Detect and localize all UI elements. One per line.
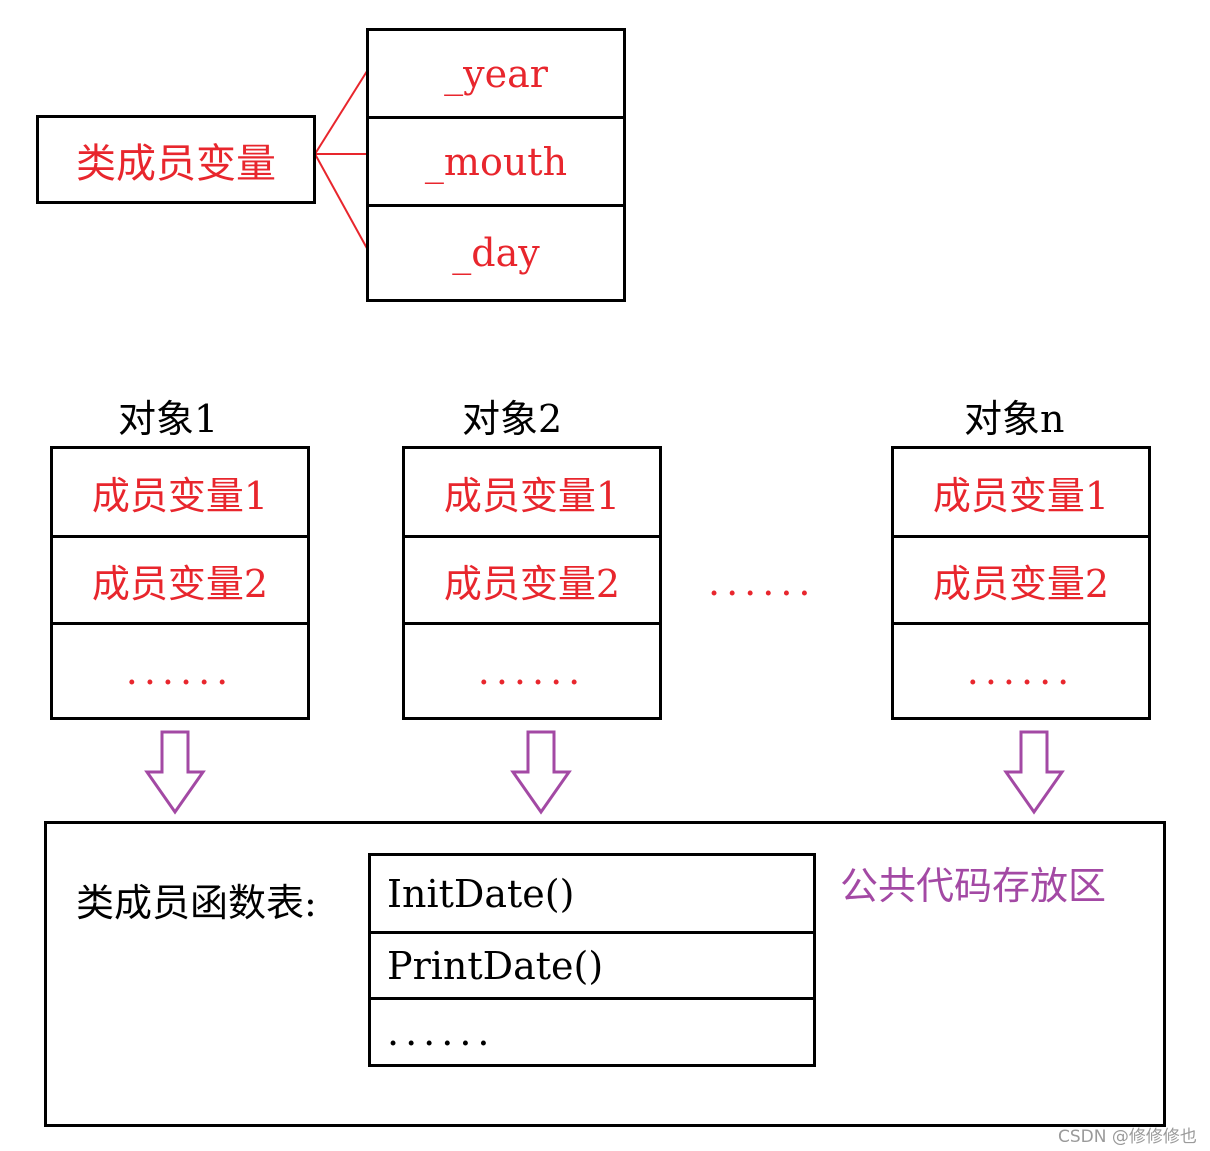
function-row-ellipsis: ...... [387, 1010, 496, 1054]
class-member-variable-label: 类成员变量 [76, 140, 276, 187]
watermark: CSDN @修修修也 [1058, 1127, 1197, 1147]
field-row-day: _day [452, 231, 540, 275]
object-box-1: 成员变量1 成员变量2 ...... [50, 446, 310, 720]
between-objects-ellipsis: ...... [708, 560, 817, 604]
field-row-mouth: _mouth [369, 119, 623, 207]
public-code-area-label: 公共代码存放区 [840, 864, 1107, 908]
object-box-2: 成员变量1 成员变量2 ...... [402, 446, 662, 720]
object-title-2: 对象2 [462, 397, 563, 441]
function-row-printdate: PrintDate() [371, 934, 813, 1000]
object-n-member-2: 成员变量2 [894, 538, 1148, 625]
object-2-member-1: 成员变量1 [405, 449, 659, 538]
connector-year [314, 67, 370, 155]
object-2-ellipsis: ...... [477, 649, 587, 693]
class-member-variable-box: 类成员变量 [36, 115, 316, 204]
object-n-ellipsis: ...... [966, 649, 1076, 693]
down-arrow-icon-1 [144, 730, 206, 815]
function-row-initdate: InitDate() [371, 856, 813, 934]
member-function-table: InitDate() PrintDate() ...... [368, 853, 816, 1067]
member-function-table-label: 类成员函数表: [76, 881, 317, 925]
down-arrow-icon-2 [510, 730, 572, 815]
object-box-n: 成员变量1 成员变量2 ...... [891, 446, 1151, 720]
field-row-year: _year [369, 31, 623, 119]
object-1-member-2: 成员变量2 [53, 538, 307, 625]
object-2-member-2: 成员变量2 [405, 538, 659, 625]
object-1-member-1: 成员变量1 [53, 449, 307, 538]
object-title-n: 对象n [964, 397, 1065, 441]
object-title-1: 对象1 [118, 397, 219, 441]
down-arrow-icon-3 [1003, 730, 1065, 815]
field-table: _year _mouth _day [366, 28, 626, 302]
object-1-ellipsis: ...... [125, 649, 235, 693]
object-n-member-1: 成员变量1 [894, 449, 1148, 538]
connector-day [314, 153, 370, 253]
